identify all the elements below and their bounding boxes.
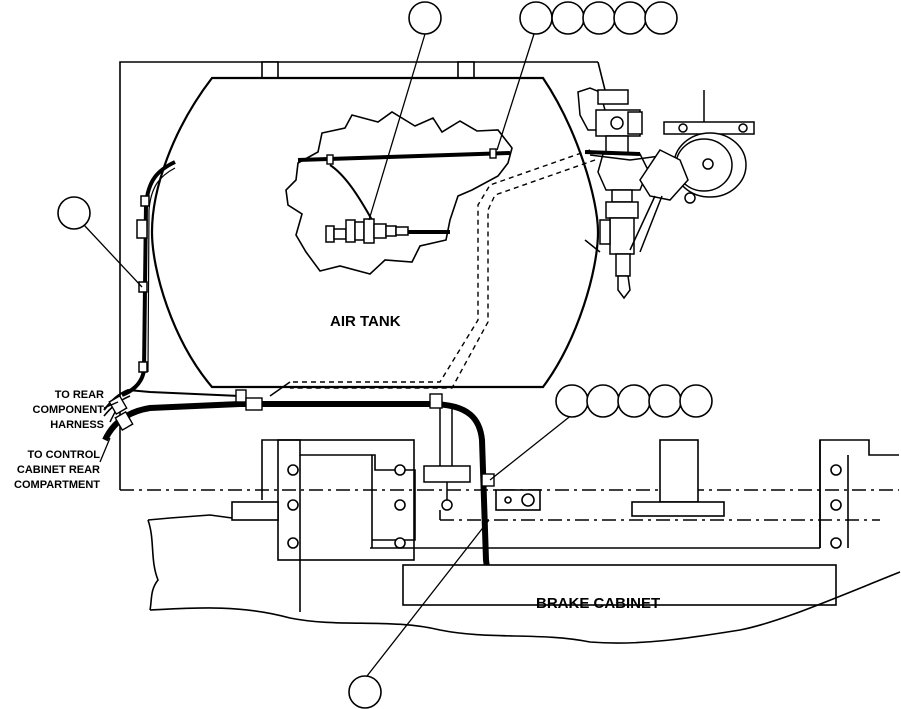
callout-circle-top-2 [551, 1, 585, 35]
callout-circle-mid-2 [586, 384, 620, 418]
callout-leaders [83, 33, 574, 677]
internal-dashed-pipe [290, 149, 596, 389]
air-tank-label: AIR TANK [330, 313, 401, 330]
callout-circle-mid-1 [555, 384, 589, 418]
callout-circle-top-5 [644, 1, 678, 35]
callout-circle-fitting [408, 1, 442, 35]
internal-pipe [297, 148, 511, 221]
callout-circle-top-3 [582, 1, 616, 35]
brake-cabinet-label: BRAKE CABINET [536, 595, 661, 612]
callout-circle-top-4 [613, 1, 647, 35]
pressure-gauge [584, 90, 755, 253]
tank-top-tabs [261, 61, 475, 79]
cabinet-structure [231, 439, 899, 612]
callout-circles [57, 1, 713, 709]
drain-valve-fitting [325, 218, 450, 244]
to-control-cabinet-label: TO CONTROL CABINET REAR COMPARTMENT [14, 449, 100, 491]
callout-circle-mid-5 [679, 384, 713, 418]
label-leaders [99, 401, 119, 463]
callout-circle-bottom [348, 675, 382, 709]
callout-circle-mid-4 [648, 384, 682, 418]
callout-circle-mid-3 [617, 384, 651, 418]
callout-circle-top-1 [519, 1, 553, 35]
callout-circle-left [57, 196, 91, 230]
broken-edges [147, 514, 901, 644]
drain-line [269, 381, 471, 511]
to-rear-component-harness-label: TO REAR COMPONENT HARNESS [32, 389, 105, 431]
valve-assembly [577, 87, 661, 300]
